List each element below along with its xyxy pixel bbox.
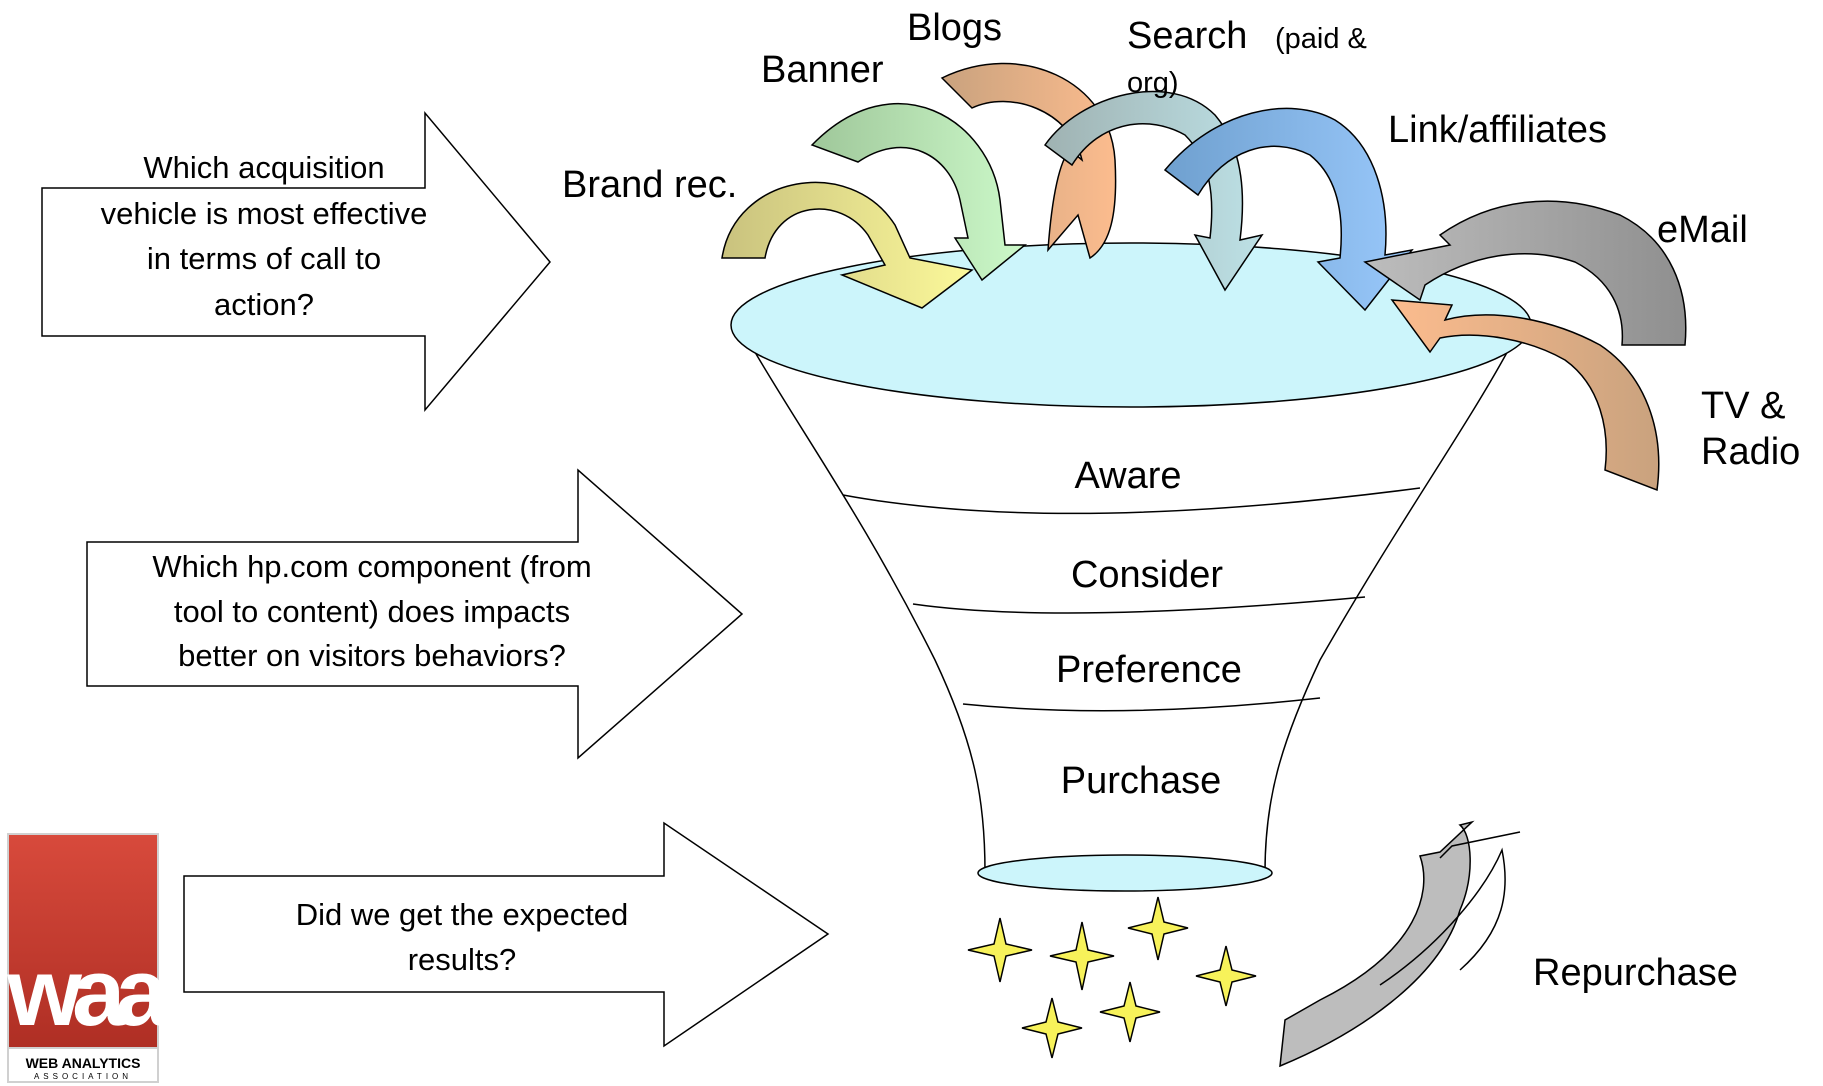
acquisition-question-line-2: vehicle is most effective: [101, 196, 428, 231]
channel-label-link-affiliates: Link/affiliates: [1388, 109, 1607, 151]
logo-line-1: WEB ANALYTICS: [26, 1055, 141, 1071]
channel-label-blogs: Blogs: [907, 7, 1002, 49]
results-question-line-1: Did we get the expected: [296, 897, 629, 932]
funnel-stage-aware: Aware: [1074, 455, 1181, 497]
results-question-arrow: [183, 821, 830, 1048]
channel-label-email: eMail: [1657, 209, 1748, 251]
channel-label-search: Search: [1127, 15, 1247, 57]
component-question-arrow: [86, 468, 744, 760]
channel-label-search-note-2: org): [1127, 67, 1179, 99]
acquisition-question-line-4: action?: [214, 287, 314, 322]
star-icon: [1099, 981, 1161, 1043]
channel-label-tv-line-2: Radio: [1701, 431, 1800, 473]
star-icon: [967, 917, 1033, 983]
logo-letters: waa: [6, 939, 169, 1046]
star-icon: [1195, 945, 1257, 1007]
star-icon: [1127, 896, 1189, 961]
repurchase-arrow: [1279, 820, 1521, 1068]
acquisition-question-line-3: in terms of call to: [147, 241, 381, 276]
logo-line-2: ASSOCIATION: [34, 1072, 132, 1081]
funnel-stage-consider: Consider: [1071, 554, 1223, 596]
component-question-line-3: better on visitors behaviors?: [178, 638, 566, 673]
component-question-line-1: Which hp.com component (from: [152, 549, 591, 584]
star-icon: [1021, 997, 1083, 1059]
channel-label-banner: Banner: [761, 49, 884, 91]
channel-label-search-note-1: (paid &: [1275, 23, 1367, 55]
repurchase-label: Repurchase: [1533, 952, 1738, 994]
channel-label-tv-line-1: TV &: [1701, 385, 1785, 427]
channel-label-brand-rec: Brand rec.: [562, 164, 737, 206]
web-analytics-association-logo: waa WEB ANALYTICS ASSOCIATION: [6, 833, 179, 1083]
tv-radio-arrow: [1390, 299, 1660, 492]
funnel-bottom-opening: [977, 854, 1273, 892]
funnel-stage-preference: Preference: [1056, 649, 1242, 691]
link-affiliates-arrow: [1163, 107, 1414, 312]
result-stars: [967, 896, 1257, 1059]
acquisition-question-line-1: Which acquisition: [143, 150, 384, 185]
email-arrow: [1363, 200, 1687, 346]
banner-arrow: [810, 102, 1028, 282]
blogs-arrow: [940, 62, 1117, 260]
acquisition-question-arrow: [41, 110, 551, 413]
star-icon: [1049, 921, 1115, 991]
funnel-stage-purchase: Purchase: [1061, 760, 1222, 802]
component-question-line-2: tool to content) does impacts: [174, 594, 570, 629]
results-question-line-2: results?: [408, 942, 517, 977]
brand-rec-arrow: [721, 181, 974, 309]
